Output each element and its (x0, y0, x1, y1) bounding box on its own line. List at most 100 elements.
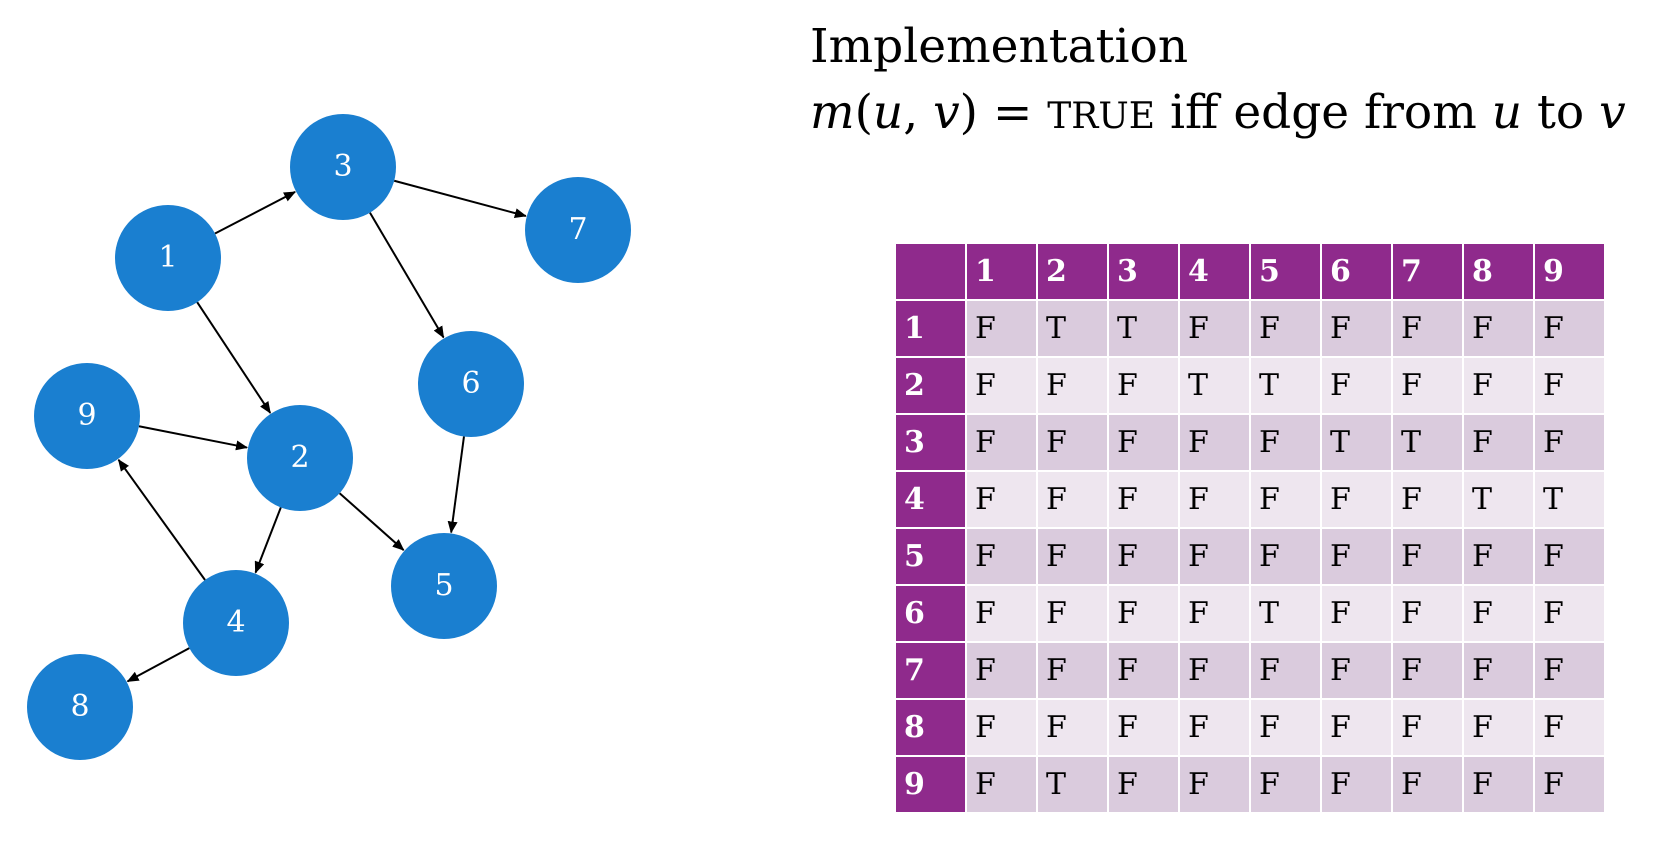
matrix-cell: F (1036, 641, 1109, 700)
matrix-cell: F (1462, 641, 1535, 700)
matrix-cell: F (1391, 584, 1464, 643)
column-header-9: 9 (1533, 242, 1606, 301)
matrix-cell: F (1462, 755, 1535, 814)
row-header-1: 1 (894, 299, 967, 358)
matrix-cell: F (1178, 698, 1251, 757)
matrix-cell: T (1036, 755, 1109, 814)
column-header-7: 7 (1391, 242, 1464, 301)
node-label: 9 (77, 398, 96, 433)
matrix-cell: F (1391, 641, 1464, 700)
row-header-2: 2 (894, 356, 967, 415)
node-8: 8 (27, 654, 133, 760)
node-9: 9 (34, 363, 140, 469)
node-label: 5 (434, 568, 453, 603)
matrix-cell: F (965, 413, 1038, 472)
slide-title: Implementation m(u, v) = TRUE iff edge f… (810, 14, 1626, 150)
matrix-cell: F (1036, 470, 1109, 529)
column-header-8: 8 (1462, 242, 1535, 301)
title-line-2: m(u, v) = TRUE iff edge from u to v (810, 85, 1626, 140)
node-circle (27, 654, 133, 760)
matrix-cell: F (965, 299, 1038, 358)
matrix-cell: T (1391, 413, 1464, 472)
column-header-6: 6 (1320, 242, 1393, 301)
matrix-cell: F (1249, 470, 1322, 529)
matrix-cell: F (1320, 755, 1393, 814)
matrix-cell: F (1533, 698, 1606, 757)
node-label: 3 (333, 149, 352, 184)
iff-text: iff edge from (1155, 85, 1492, 140)
node-circle (290, 114, 396, 220)
matrix-cell: F (1533, 755, 1606, 814)
matrix-cell: T (1107, 299, 1180, 358)
node-3: 3 (290, 114, 396, 220)
node-circle (34, 363, 140, 469)
matrix-cell: F (965, 584, 1038, 643)
matrix-cell: T (1533, 470, 1606, 529)
node-label: 7 (568, 212, 587, 247)
matrix-cell: F (1533, 356, 1606, 415)
node-4: 4 (183, 570, 289, 676)
edge-1-to-2 (196, 301, 272, 414)
edge-3-to-7 (393, 179, 527, 218)
matrix-cell: F (1178, 584, 1251, 643)
matrix-cell: T (1462, 470, 1535, 529)
row-header-4: 4 (894, 470, 967, 529)
symbol-v-second: v (1599, 85, 1626, 140)
matrix-cell: F (1107, 641, 1180, 700)
matrix-cell: F (1320, 698, 1393, 757)
matrix-cell: F (1178, 299, 1251, 358)
matrix-cell: F (1178, 641, 1251, 700)
matrix-cell: F (1249, 698, 1322, 757)
matrix-cell: F (1036, 584, 1109, 643)
matrix-cell: F (1107, 527, 1180, 586)
matrix-cell: F (1249, 299, 1322, 358)
column-header-3: 3 (1107, 242, 1180, 301)
equals-sign: = (978, 85, 1048, 140)
matrix-cell: F (1107, 584, 1180, 643)
matrix-cell: F (1178, 527, 1251, 586)
matrix-cell: F (1391, 356, 1464, 415)
matrix-cell: F (1178, 470, 1251, 529)
matrix-cell: F (1391, 470, 1464, 529)
column-header-2: 2 (1036, 242, 1109, 301)
matrix-cell: T (1249, 584, 1322, 643)
matrix-cell: F (1107, 755, 1180, 814)
title-line-1: Implementation (810, 19, 1189, 74)
column-header-5: 5 (1249, 242, 1322, 301)
matrix-cell: F (1036, 698, 1109, 757)
true-keyword: TRUE (1047, 96, 1156, 137)
matrix-cell: F (1107, 413, 1180, 472)
matrix-cell: T (1178, 356, 1251, 415)
node-circle (115, 205, 221, 311)
matrix-cell: F (1036, 356, 1109, 415)
edge-2-to-5 (338, 492, 405, 551)
node-label: 1 (158, 240, 177, 275)
matrix-cell: F (965, 698, 1038, 757)
matrix-cell: F (1107, 470, 1180, 529)
matrix-cell: T (1249, 356, 1322, 415)
node-7: 7 (525, 177, 631, 283)
node-circle (418, 331, 524, 437)
row-header-6: 6 (894, 584, 967, 643)
row-header-7: 7 (894, 641, 967, 700)
matrix-cell: F (1462, 584, 1535, 643)
matrix-cell: F (1533, 413, 1606, 472)
matrix-cell: F (1462, 356, 1535, 415)
edge-4-to-9 (117, 459, 206, 581)
matrix-cell: F (1320, 356, 1393, 415)
matrix-cell: F (1533, 584, 1606, 643)
matrix-cell: F (1036, 413, 1109, 472)
matrix-cell: F (1533, 641, 1606, 700)
matrix-cell: F (1249, 527, 1322, 586)
node-5: 5 (391, 533, 497, 639)
symbol-u: u (872, 85, 904, 140)
matrix-cell: F (965, 641, 1038, 700)
